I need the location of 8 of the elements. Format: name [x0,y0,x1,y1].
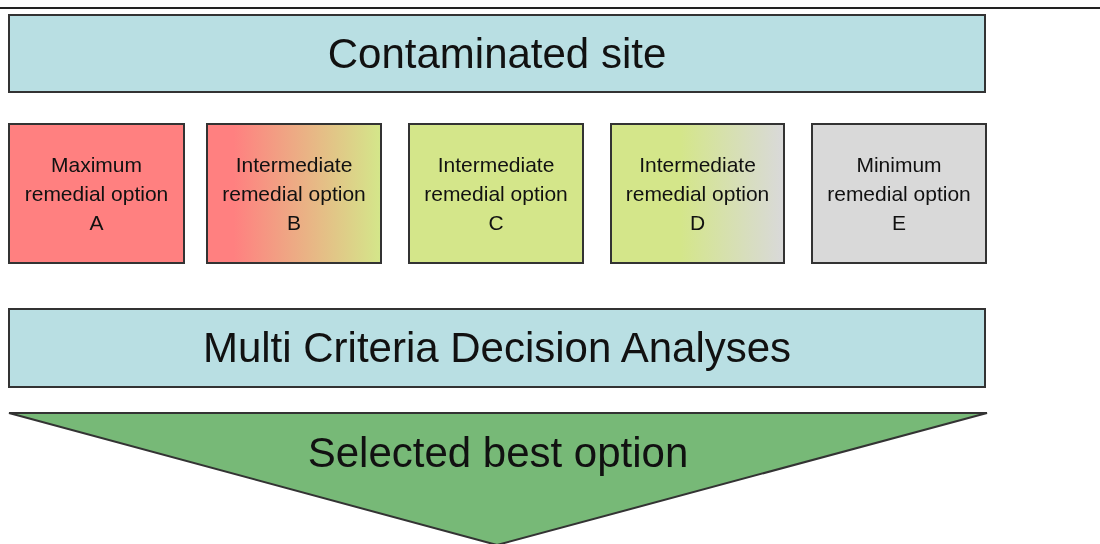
option-box: Intermediate remedial option B [206,123,382,264]
option-box: Intermediate remedial option C [408,123,584,264]
option-box: Minimum remedial option E [811,123,987,264]
analysis-band: Multi Criteria Decision Analyses [8,308,986,388]
title-band: Contaminated site [8,14,986,93]
result-text: Selected best option [307,429,689,477]
option-box: Maximum remedial option A [8,123,185,264]
option-box: Intermediate remedial option D [610,123,785,264]
